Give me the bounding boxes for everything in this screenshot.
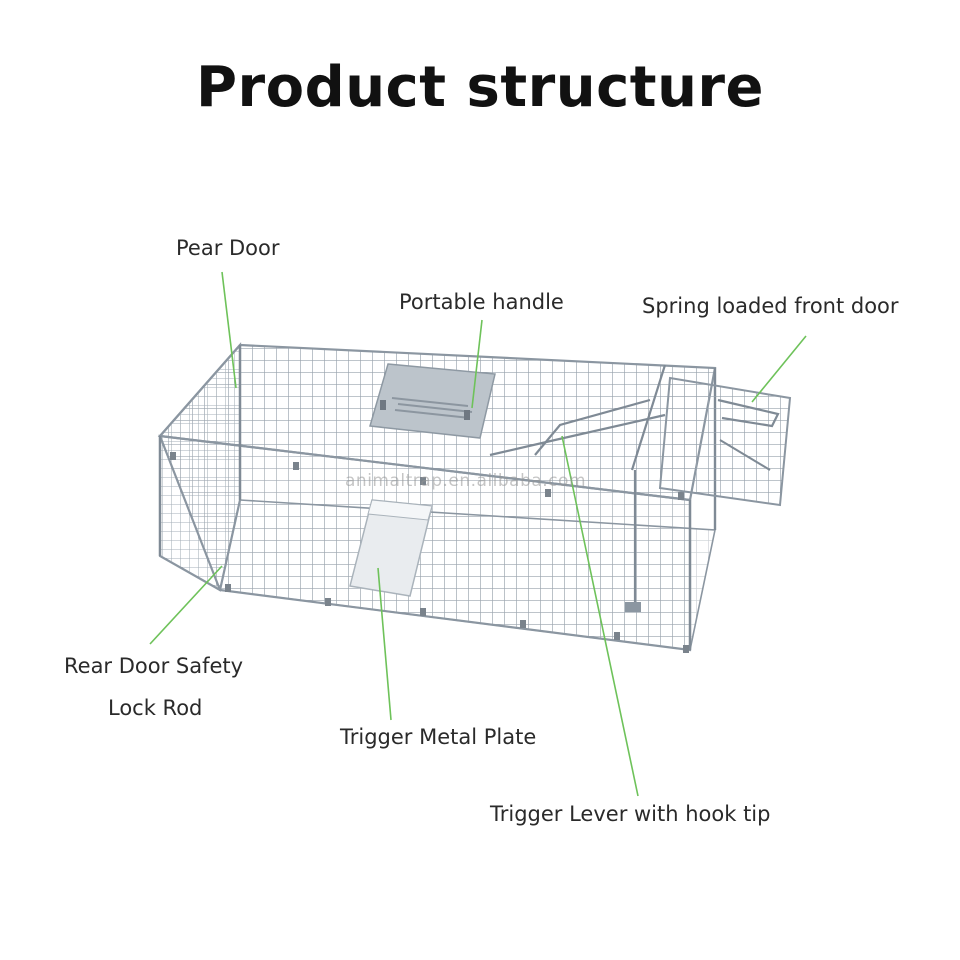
leader-rear-lock <box>149 565 223 645</box>
leader-pear-door <box>221 271 237 389</box>
page-title: Product structure <box>195 55 765 120</box>
label-spring-front-door: Spring loaded front door <box>642 294 899 318</box>
trigger-lever <box>489 364 667 612</box>
watermark: animaltrap.en.alibaba.com <box>345 471 587 491</box>
label-trigger-lever: Trigger Lever with hook tip <box>490 802 771 826</box>
trigger-plate <box>349 499 433 597</box>
spring-front-door <box>658 376 792 507</box>
label-pear-door: Pear Door <box>176 236 280 260</box>
leader-trigger-lever <box>561 435 639 797</box>
label-portable-handle: Portable handle <box>399 290 564 314</box>
leader-trigger-plate <box>377 567 392 721</box>
leader-spring-door <box>751 335 807 403</box>
leader-portable-handle <box>471 319 483 409</box>
label-trigger-plate: Trigger Metal Plate <box>340 725 537 749</box>
portable-handle <box>369 363 496 439</box>
leader-lines <box>149 271 807 797</box>
label-rear-lock-line2: Lock Rod <box>108 696 203 720</box>
label-rear-lock-line1: Rear Door Safety <box>64 654 244 678</box>
